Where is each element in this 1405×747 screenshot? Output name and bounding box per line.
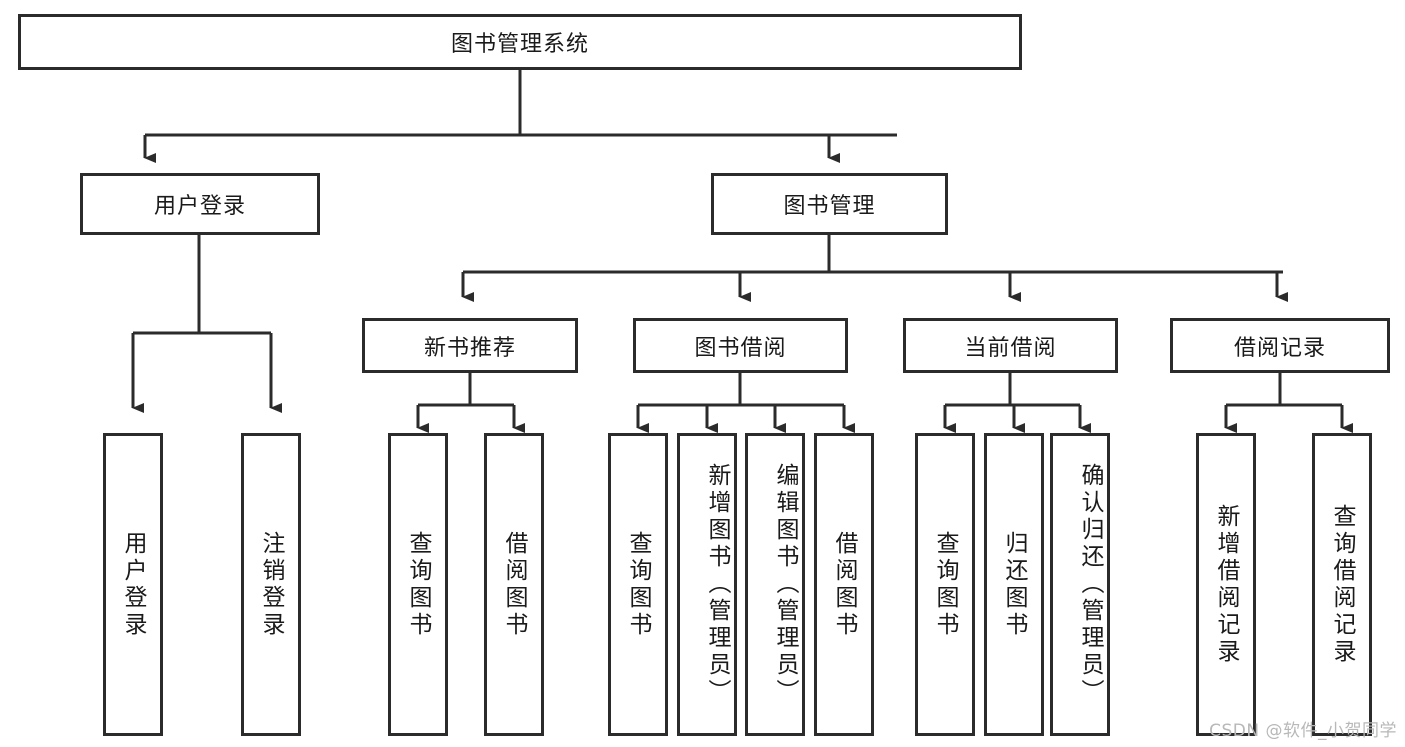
node-leaf-query-book-1[interactable]: 查询图书 (388, 433, 448, 736)
watermark-text: CSDN @软件_小贺同学 (1209, 721, 1397, 741)
node-leaf-add-record[interactable]: 新增借阅记录 (1196, 433, 1256, 736)
node-label: 查询图书 (405, 530, 431, 639)
node-leaf-query-book-3[interactable]: 查询图书 (915, 433, 975, 736)
node-label: 新增图书（管理员） (704, 463, 730, 706)
node-leaf-return-book[interactable]: 归还图书 (984, 433, 1044, 736)
node-label: 查询借阅记录 (1329, 503, 1355, 666)
node-label: 图书管理 (783, 194, 876, 219)
node-label: 借阅图书 (501, 530, 527, 639)
node-leaf-confirm-return[interactable]: 确认归还（管理员） (1050, 433, 1110, 736)
node-label: 图书借阅 (694, 335, 787, 361)
node-user-login[interactable]: 用户登录 (80, 173, 320, 235)
node-leaf-borrow-book-2[interactable]: 借阅图书 (814, 433, 874, 736)
node-label: 图书管理系统 (450, 32, 589, 57)
node-label: 用户登录 (153, 194, 246, 219)
node-label: 确认归还（管理员） (1077, 463, 1103, 706)
node-label: 编辑图书（管理员） (772, 463, 798, 706)
node-root-system[interactable]: 图书管理系统 (18, 14, 1022, 70)
node-label: 查询图书 (932, 530, 958, 639)
node-current-borrow[interactable]: 当前借阅 (903, 318, 1118, 373)
node-label: 借阅图书 (831, 530, 857, 639)
node-book-borrow[interactable]: 图书借阅 (633, 318, 848, 373)
node-label: 归还图书 (1001, 530, 1027, 639)
node-label: 新书推荐 (423, 335, 516, 361)
node-leaf-query-book-2[interactable]: 查询图书 (608, 433, 668, 736)
node-leaf-borrow-book-1[interactable]: 借阅图书 (484, 433, 544, 736)
node-leaf-user-login[interactable]: 用户登录 (103, 433, 163, 736)
node-leaf-add-book[interactable]: 新增图书（管理员） (677, 433, 737, 736)
node-label: 借阅记录 (1233, 335, 1326, 361)
node-label: 当前借阅 (964, 335, 1057, 361)
node-label: 新增借阅记录 (1213, 503, 1239, 666)
node-label: 注销登录 (258, 530, 284, 639)
node-leaf-query-record[interactable]: 查询借阅记录 (1312, 433, 1372, 736)
node-leaf-edit-book[interactable]: 编辑图书（管理员） (745, 433, 805, 736)
node-label: 用户登录 (120, 530, 146, 639)
node-book-management[interactable]: 图书管理 (711, 173, 948, 235)
node-borrow-record[interactable]: 借阅记录 (1170, 318, 1390, 373)
node-label: 查询图书 (625, 530, 651, 639)
node-new-book-recommend[interactable]: 新书推荐 (362, 318, 578, 373)
node-leaf-logout[interactable]: 注销登录 (241, 433, 301, 736)
